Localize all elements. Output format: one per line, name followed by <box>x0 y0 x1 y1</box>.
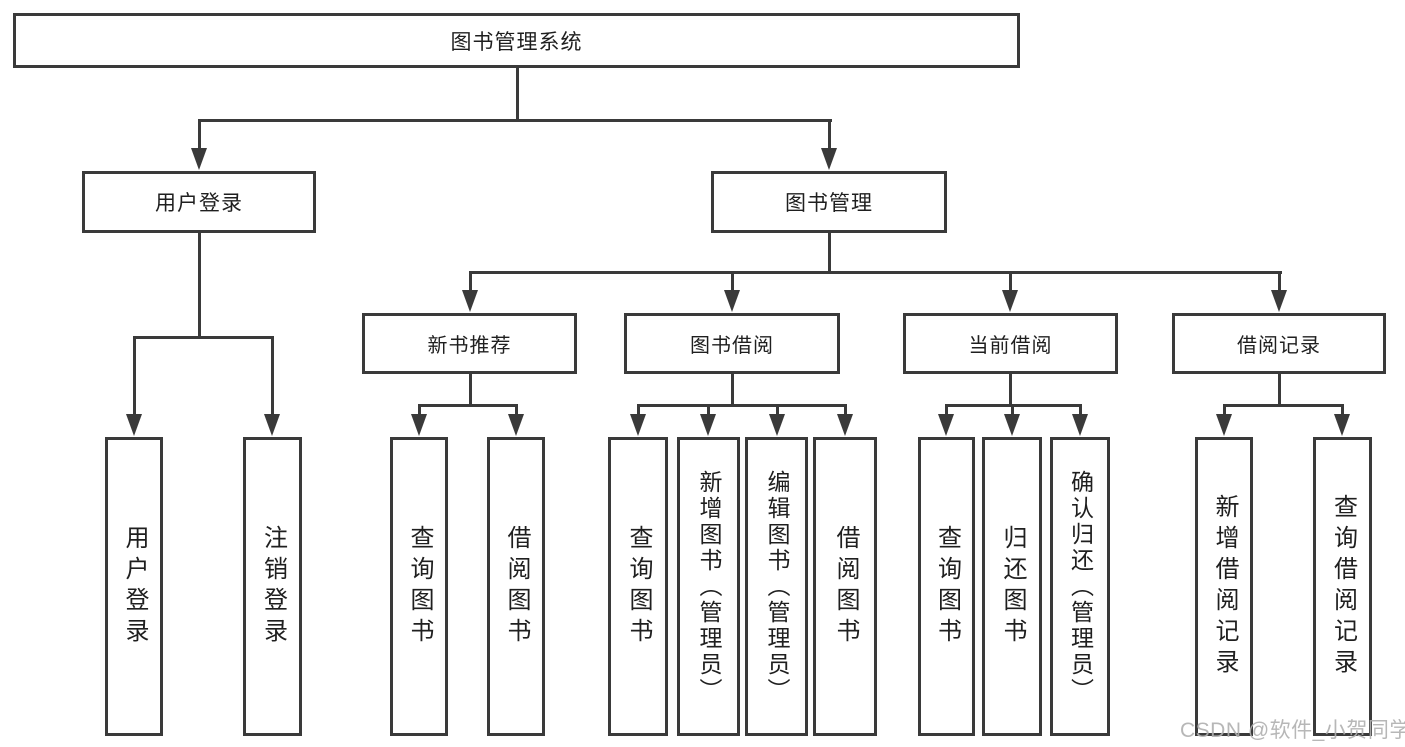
leaf-add-books-admin: 新增图书（管理员） <box>677 437 740 736</box>
connector-line <box>418 404 518 407</box>
arrowhead-icon <box>821 148 837 170</box>
connector-line <box>1011 404 1014 418</box>
connector-line <box>637 404 847 407</box>
node-library-system: 图书管理系统 <box>13 13 1020 68</box>
node-book-management-branch: 图书管理 <box>711 171 947 233</box>
connector-line <box>945 404 948 418</box>
connector-line <box>1278 271 1281 293</box>
arrowhead-icon <box>769 414 785 436</box>
leaf-borrow-books: 借阅图书 <box>813 437 877 736</box>
arrowhead-icon <box>508 414 524 436</box>
connector-line <box>198 119 832 122</box>
leaf-logout: 注销登录 <box>243 437 302 736</box>
leaf-query-borrow-record: 查询借阅记录 <box>1313 437 1372 736</box>
arrowhead-icon <box>1004 414 1020 436</box>
connector-line <box>515 404 518 418</box>
arrowhead-icon <box>630 414 646 436</box>
connector-line <box>469 271 472 293</box>
connector-line <box>844 404 847 418</box>
connector-line <box>1223 404 1344 407</box>
node-borrowing-records: 借阅记录 <box>1172 313 1386 374</box>
arrowhead-icon <box>264 414 280 436</box>
leaf-query-books-borrowing: 查询图书 <box>608 437 668 736</box>
arrowhead-icon <box>1072 414 1088 436</box>
connector-line <box>707 404 710 418</box>
arrowhead-icon <box>462 290 478 312</box>
arrowhead-icon <box>837 414 853 436</box>
connector-line <box>776 404 779 418</box>
arrowhead-icon <box>724 290 740 312</box>
leaf-edit-books-admin: 编辑图书（管理员） <box>745 437 808 736</box>
connector-line <box>1278 374 1281 406</box>
connector-line <box>1009 271 1012 293</box>
leaf-return-books: 归还图书 <box>982 437 1042 736</box>
arrowhead-icon <box>411 414 427 436</box>
connector-line <box>271 336 274 418</box>
leaf-confirm-return-admin: 确认归还（管理员） <box>1050 437 1110 736</box>
arrowhead-icon <box>1271 290 1287 312</box>
connector-line <box>1223 404 1226 418</box>
leaf-user-login: 用户登录 <box>105 437 163 736</box>
connector-line <box>133 336 136 418</box>
connector-line <box>637 404 640 418</box>
connector-line <box>418 404 421 418</box>
connector-line <box>731 374 734 406</box>
arrowhead-icon <box>126 414 142 436</box>
arrowhead-icon <box>191 148 207 170</box>
leaf-query-books-current: 查询图书 <box>918 437 975 736</box>
connector-line <box>133 336 274 339</box>
node-new-book-recommendation: 新书推荐 <box>362 313 577 374</box>
connector-line <box>198 119 201 152</box>
connector-line <box>828 119 831 152</box>
leaf-query-books-recommend: 查询图书 <box>390 437 448 736</box>
connector-line <box>1079 404 1082 418</box>
connector-line <box>469 374 472 406</box>
connector-line <box>828 233 831 273</box>
connector-line <box>198 233 201 338</box>
node-user-login-branch: 用户登录 <box>82 171 316 233</box>
leaf-add-borrow-record: 新增借阅记录 <box>1195 437 1253 736</box>
leaf-borrow-books-recommend: 借阅图书 <box>487 437 545 736</box>
connector-line <box>731 271 734 293</box>
arrowhead-icon <box>1334 414 1350 436</box>
arrowhead-icon <box>1216 414 1232 436</box>
arrowhead-icon <box>1002 290 1018 312</box>
connector-line <box>1341 404 1344 418</box>
connector-line <box>469 271 1282 274</box>
csdn-watermark: CSDN @软件_小贺同学 <box>1180 719 1405 742</box>
node-book-borrowing: 图书借阅 <box>624 313 840 374</box>
connector-line <box>1009 374 1012 406</box>
arrowhead-icon <box>700 414 716 436</box>
connector-line <box>516 68 519 121</box>
arrowhead-icon <box>938 414 954 436</box>
node-current-borrowing: 当前借阅 <box>903 313 1118 374</box>
